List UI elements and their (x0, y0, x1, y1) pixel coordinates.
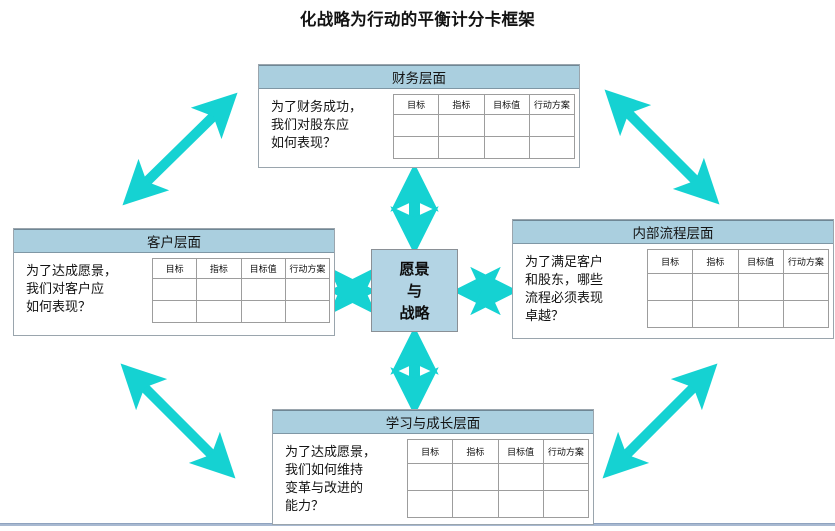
perspective-title-learning-growth: 学习与成长层面 (273, 410, 593, 434)
kpi-table-customer[interactable]: 目标 指标 目标值 行动方案 (151, 258, 331, 323)
table-cell[interactable] (240, 300, 286, 323)
col-header-initiative: 行动方案 (284, 258, 331, 279)
kpi-table-internal-process[interactable]: 目标 指标 目标值 行动方案 (646, 248, 830, 328)
table-cell[interactable] (737, 300, 784, 328)
vision-line-3: 战略 (399, 303, 430, 322)
col-header-initiative: 行动方案 (528, 94, 576, 115)
kpi-table-learning-growth[interactable]: 目标 指标 目标值 行动方案 (406, 438, 590, 518)
perspective-question-financial: 为了财务成功， 我们对股东应 如何表现？ (271, 100, 363, 151)
table-cell[interactable] (151, 278, 198, 301)
arrow-financial-process (604, 89, 720, 205)
table-cell[interactable] (151, 300, 198, 323)
col-header-objective: 目标 (392, 94, 440, 115)
col-header-target: 目标值 (483, 94, 530, 115)
arrow-customer-financial (122, 92, 238, 206)
table-cell[interactable] (438, 114, 485, 137)
col-header-measure: 指标 (692, 248, 739, 275)
col-header-objective: 目标 (151, 258, 198, 279)
table-row[interactable] (151, 300, 331, 323)
col-header-initiative: 行动方案 (542, 438, 590, 465)
col-header-target: 目标值 (497, 438, 544, 465)
vision-line-1: 愿景 (399, 259, 430, 278)
table-cell[interactable] (483, 114, 530, 137)
perspective-question-internal-process: 为了满足客户 和股东，哪些 流程必须表现 卓越？ (525, 255, 604, 324)
table-cell[interactable] (392, 136, 440, 159)
table-cell[interactable] (646, 300, 694, 328)
table-cell[interactable] (737, 273, 784, 302)
col-header-objective: 目标 (406, 438, 454, 465)
perspective-body-customer: 为了达成愿景， 我们对客户应 如何表现？ 目标 指标 目标值 行动方案 (14, 253, 334, 327)
table-cell[interactable] (284, 278, 331, 301)
perspective-title-financial: 财务层面 (259, 65, 579, 89)
table-row[interactable] (646, 273, 830, 302)
table-row[interactable] (392, 114, 576, 137)
table-cell[interactable] (452, 490, 499, 518)
perspective-title-customer: 客户层面 (14, 229, 334, 253)
table-cell[interactable] (646, 273, 694, 302)
page-title: 化战略为行动的平衡计分卡框架 (299, 10, 536, 29)
table-cell[interactable] (483, 136, 530, 159)
col-header-measure: 指标 (196, 258, 242, 279)
perspective-title-internal-process: 内部流程层面 (513, 220, 833, 244)
perspective-box-financial[interactable]: 财务层面 为了财务成功， 我们对股东应 如何表现？ 目标 指标 目标值 行动方案 (258, 64, 580, 168)
table-cell[interactable] (284, 300, 331, 323)
table-cell[interactable] (692, 273, 739, 302)
table-row[interactable] (646, 300, 830, 328)
perspective-question-learning-growth: 为了达成愿景， 我们如何维持 变革与改进的 能力？ (285, 445, 377, 514)
table-row[interactable] (392, 136, 576, 159)
table-cell[interactable] (406, 490, 454, 518)
table-cell[interactable] (497, 490, 544, 518)
table-header-row: 目标 指标 目标值 行动方案 (392, 94, 576, 115)
col-header-initiative: 行动方案 (782, 248, 830, 275)
table-row[interactable] (406, 490, 590, 518)
perspective-body-financial: 为了财务成功， 我们对股东应 如何表现？ 目标 指标 目标值 行动方案 (259, 89, 579, 163)
table-cell[interactable] (497, 463, 544, 492)
perspective-body-learning-growth: 为了达成愿景， 我们如何维持 变革与改进的 能力？ 目标 指标 目标值 行动方案 (273, 434, 593, 522)
arrow-learning-process (602, 363, 718, 479)
perspective-question-customer: 为了达成愿景， 我们对客户应 如何表现？ (26, 264, 118, 315)
table-row[interactable] (151, 278, 331, 301)
vision-and-strategy-box[interactable]: 愿景 与 战略 (371, 249, 458, 332)
table-cell[interactable] (240, 278, 286, 301)
perspective-box-internal-process[interactable]: 内部流程层面 为了满足客户 和股东，哪些 流程必须表现 卓越？ 目标 指标 目标… (512, 219, 834, 339)
perspective-body-internal-process: 为了满足客户 和股东，哪些 流程必须表现 卓越？ 目标 指标 目标值 行动方案 (513, 244, 833, 332)
table-cell[interactable] (452, 463, 499, 492)
table-header-row: 目标 指标 目标值 行动方案 (406, 438, 590, 465)
table-header-row: 目标 指标 目标值 行动方案 (646, 248, 830, 275)
table-cell[interactable] (782, 273, 830, 302)
perspective-box-learning-growth[interactable]: 学习与成长层面 为了达成愿景， 我们如何维持 变革与改进的 能力？ 目标 指标 … (272, 409, 594, 525)
col-header-measure: 指标 (438, 94, 485, 115)
table-cell[interactable] (782, 300, 830, 328)
table-cell[interactable] (542, 463, 590, 492)
table-row[interactable] (406, 463, 590, 492)
col-header-target: 目标值 (737, 248, 784, 275)
col-header-objective: 目标 (646, 248, 694, 275)
table-header-row: 目标 指标 目标值 行动方案 (151, 258, 331, 279)
table-cell[interactable] (196, 278, 242, 301)
table-cell[interactable] (528, 114, 576, 137)
vision-line-2: 与 (406, 281, 422, 300)
table-cell[interactable] (196, 300, 242, 323)
table-cell[interactable] (438, 136, 485, 159)
arrow-customer-learning (120, 363, 236, 479)
table-cell[interactable] (406, 463, 454, 492)
col-header-target: 目标值 (240, 258, 286, 279)
table-cell[interactable] (542, 490, 590, 518)
table-cell[interactable] (392, 114, 440, 137)
table-cell[interactable] (528, 136, 576, 159)
table-cell[interactable] (692, 300, 739, 328)
perspective-box-customer[interactable]: 客户层面 为了达成愿景， 我们对客户应 如何表现？ 目标 指标 目标值 行动方案 (13, 228, 335, 336)
kpi-table-financial[interactable]: 目标 指标 目标值 行动方案 (392, 94, 576, 159)
col-header-measure: 指标 (452, 438, 499, 465)
